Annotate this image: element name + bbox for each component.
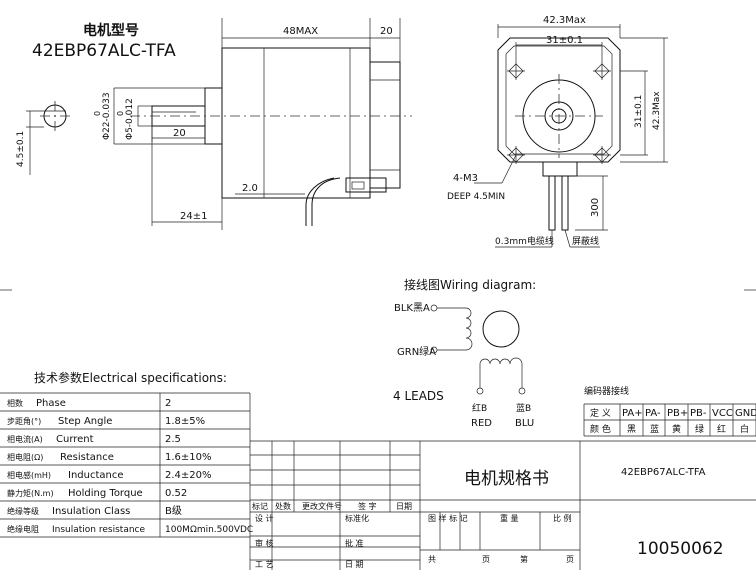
tb-date: 日期 — [396, 502, 412, 511]
encoder-pin: PA- — [645, 408, 661, 419]
spec-en: Resistance — [60, 452, 114, 463]
spec-cn: 静力矩(N.m) — [7, 488, 54, 498]
tb-process: 工 艺 — [255, 560, 274, 569]
spec-en: Inductance — [68, 470, 124, 481]
tb-drawing-mark: 图 样 标 记 — [428, 513, 468, 523]
spec-cn: 步距角(°) — [7, 416, 41, 426]
encoder-color: 红 — [717, 423, 726, 435]
spec-value: 2.4±20% — [165, 470, 212, 481]
spec-value: 1.8±5% — [165, 416, 205, 427]
wire-blk-label: BLK黑A — [394, 302, 430, 314]
tb-weight: 重 量 — [500, 513, 519, 523]
encoder-row-color: 颜 色 — [590, 423, 611, 435]
spec-cn: 绝缘电阻 — [7, 524, 39, 534]
screw-depth: DEEP 4.5MIN — [447, 192, 505, 202]
encoder-row-def: 定 义 — [590, 407, 611, 419]
encoder-color: 蓝 — [650, 423, 659, 435]
lead-length: 300 — [590, 198, 601, 217]
dim-20-shaft: 20 — [173, 128, 186, 139]
spec-en: Insulation Class — [52, 506, 130, 517]
spec-value: 2 — [165, 398, 171, 409]
encoder-color: 绿 — [695, 423, 704, 435]
tb-count: 处数 — [275, 501, 291, 511]
spec-cn: 相电阻(Ω) — [7, 452, 43, 462]
spec-en: Insulation resistance — [52, 525, 145, 535]
specs-table: 技术参数Electrical specifications: 相数 Phase … — [0, 370, 253, 570]
dim-shaft-small: Φ5-0.012 — [125, 98, 135, 140]
dim-20-bottom: 2.0 — [242, 183, 258, 194]
spec-value: 0.52 — [165, 488, 187, 499]
encoder-color: 黑 — [627, 424, 636, 435]
tb-ratio: 比 例 — [553, 513, 572, 523]
front-view: 42.3Max 31±0.1 31±0.1 42.3Max 4-M3 DEEP … — [447, 15, 668, 248]
spec-value: B级 — [165, 505, 182, 517]
wiring-diagram: 接线图Wiring diagram: BLK黑A GRN绿A 4 LEADS 红… — [393, 277, 536, 429]
title-block-model: 42EBP67ALC-TFA — [621, 467, 706, 478]
spec-cn: 相数 — [7, 398, 23, 408]
tb-sign: 签 字 — [358, 501, 377, 511]
encoder-pin: PA+ — [622, 408, 643, 419]
encoder-pin: GND — [735, 408, 756, 419]
encoder-pin: PB- — [690, 408, 707, 419]
side-view: 48MAX 20 Φ22-0.033 0 Φ5-0.012 0 20 4.5±0… — [16, 18, 412, 230]
dim-shaft-dia: Φ22-0.033 — [102, 92, 112, 140]
dim-31-side: 31±0.1 — [634, 95, 644, 128]
tb-standard: 标准化 — [345, 513, 369, 523]
spec-en: Step Angle — [58, 416, 112, 427]
encoder-pin: VCC — [712, 408, 733, 419]
encoder-pin: PB+ — [667, 408, 688, 419]
tb-sheet: 页 — [482, 555, 490, 564]
tb-approve: 批 准 — [345, 538, 364, 548]
tb-no: 第 — [520, 554, 528, 564]
wire-blu-cn: 蓝B — [516, 402, 531, 414]
specs-title: 技术参数Electrical specifications: — [34, 370, 227, 385]
leads-label: 4 LEADS — [393, 389, 444, 403]
dim-24: 24±1 — [180, 211, 207, 222]
dim-31-top: 31±0.1 — [546, 35, 583, 46]
tb-total: 共 — [428, 555, 436, 564]
dim-45: 4.5±0.1 — [16, 131, 26, 167]
tb-change-doc: 更改文件号 — [302, 501, 342, 511]
tb-mark: 标记 — [252, 501, 268, 511]
spec-cn: 相电流(A) — [7, 434, 43, 444]
title-block: 电机规格书 42EBP67ALC-TFA 10050062 标记 处数 更改文件… — [250, 440, 756, 570]
spec-value: 1.6±10% — [165, 452, 212, 463]
doc-number: 10050062 — [637, 539, 724, 559]
tb-date2: 日 期 — [345, 560, 364, 569]
encoder-color: 白 — [740, 423, 749, 435]
spec-cn: 绝缘等级 — [7, 506, 39, 516]
spec-value: 2.5 — [165, 434, 181, 445]
spec-en: Phase — [36, 398, 66, 409]
spec-cn: 相电感(mH) — [7, 470, 51, 480]
wire-red-cn: 红B — [472, 402, 487, 414]
dim-shaft-dia-tol: 0 — [93, 111, 102, 116]
tb-page: 页 — [566, 555, 574, 564]
doc-title: 电机规格书 — [464, 469, 549, 489]
spec-value: 100MΩmin.500VDC — [165, 525, 253, 535]
dim-423-top: 42.3Max — [543, 15, 586, 26]
encoder-color: 黄 — [672, 423, 681, 435]
wiring-title: 接线图Wiring diagram: — [404, 277, 536, 292]
spec-en: Holding Torque — [68, 488, 143, 499]
wire-grn-label: GRN绿A — [397, 345, 436, 358]
dim-423-side: 42.3Max — [652, 91, 662, 130]
wire-red-label: RED — [471, 418, 492, 429]
spec-en: Current — [56, 434, 94, 445]
tb-check: 审 核 — [255, 538, 274, 548]
encoder-table: 编码器接线 定 义 颜 色 PA+ PA- PB+ PB- VCC GND 黑 … — [583, 385, 756, 437]
dim-48max: 48MAX — [283, 26, 318, 37]
rotor-symbol — [482, 310, 520, 348]
title-cn: 电机型号 — [83, 22, 139, 39]
tb-design: 设 计 — [255, 513, 274, 523]
cable-label: 0.3mm电缆线 — [495, 235, 554, 247]
wire-blu-label: BLU — [515, 418, 534, 429]
screw-label: 4-M3 — [453, 173, 478, 184]
encoder-title: 编码器接线 — [584, 385, 629, 397]
model-title: 42EBP67ALC-TFA — [32, 41, 176, 61]
shield-label: 屏蔽线 — [572, 235, 599, 247]
dim-20-top: 20 — [380, 26, 393, 37]
dim-shaft-small-tol: 0 — [116, 111, 125, 116]
